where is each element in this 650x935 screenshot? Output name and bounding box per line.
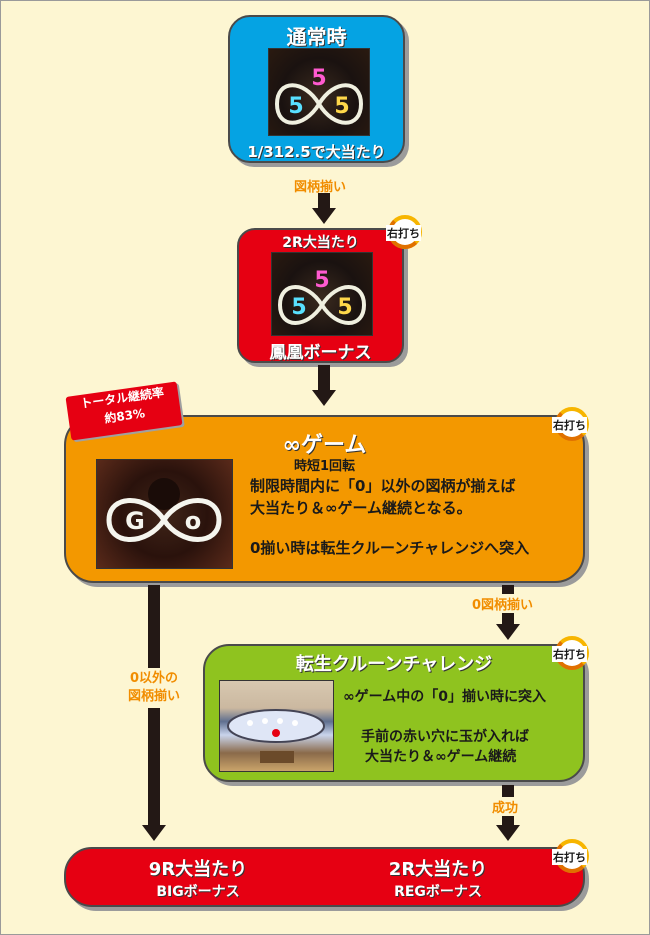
- hoou-bonus-box: 2R大当たり 5 5 5 鳳凰ボーナス: [237, 228, 404, 363]
- normal-state-box: 通常時 5 5 5 1/312.5で大当たり: [228, 15, 405, 163]
- arrow-head: [496, 825, 520, 841]
- infinity-desc-2: 大当たり＆∞ゲーム継続となる。: [250, 499, 472, 517]
- normal-slot-image: 5 5 5: [268, 48, 370, 136]
- tensei-image: [219, 680, 334, 772]
- reel-char: G: [125, 507, 145, 535]
- final-left-sub: BIGボーナス: [156, 884, 240, 900]
- infinity-desc-1: 制限時間内に「0」以外の図柄が揃えば: [250, 477, 516, 495]
- final-right-sub: REGボーナス: [394, 884, 482, 900]
- infinity-go-graphic: G o: [106, 478, 222, 542]
- tensei-title: 転生クルーンチャレンジ: [295, 654, 493, 675]
- tensei-desc-3: 大当たり＆∞ゲーム継続: [365, 749, 517, 765]
- infinity-game-title: ∞ゲーム: [282, 433, 367, 458]
- infinity-desc-3: 0揃い時は転生クルーンチャレンジへ突入: [250, 539, 530, 557]
- infinity-game-subtitle: 時短1回転: [293, 459, 356, 474]
- arrow-shaft: [318, 193, 330, 208]
- infinity-game-image: G o: [96, 459, 233, 569]
- croon-graphic: [227, 709, 325, 763]
- svg-text:o: o: [185, 507, 202, 535]
- normal-state-title: 通常時: [286, 25, 347, 49]
- right-hit-label: 右打ち: [386, 225, 421, 241]
- svg-text:5: 5: [334, 94, 349, 119]
- arrow-shaft: [318, 365, 330, 391]
- reel-digit: 5: [311, 66, 326, 91]
- right-hit-label: 右打ち: [552, 646, 587, 662]
- arrow-label-other: 0以外の 図柄揃い: [126, 668, 183, 708]
- final-bonus-box: 9R大当たり BIGボーナス 2R大当たり REGボーナス: [64, 847, 585, 907]
- arrow-label-other-line1: 0以外の: [129, 671, 179, 686]
- arrow-head: [496, 624, 520, 640]
- hoou-title: 鳳凰ボーナス: [269, 343, 372, 363]
- right-hit-label: 右打ち: [552, 417, 587, 433]
- tensei-desc-2: 手前の赤い穴に玉が入れば: [361, 729, 529, 745]
- final-left-title: 9R大当たり: [148, 859, 248, 880]
- infinity-game-box: ∞ゲーム 時短1回転 G o 制限時間内に「0」以外の図柄が揃えば 大当たり＆∞…: [64, 415, 585, 583]
- svg-text:5: 5: [314, 268, 329, 293]
- arrow-label-zugara: 図柄揃い: [294, 180, 347, 195]
- hoou-slot-image: 5 5 5: [271, 252, 373, 336]
- right-hit-label: 右打ち: [552, 849, 587, 865]
- normal-probability: 1/312.5で大当たり: [247, 143, 386, 161]
- arrow-head: [142, 825, 166, 841]
- final-right-title: 2R大当たり: [388, 859, 488, 880]
- svg-text:5: 5: [337, 295, 352, 320]
- svg-text:5: 5: [288, 94, 303, 119]
- hoou-header: 2R大当たり: [282, 235, 359, 251]
- arrow-label-success: 成功: [490, 797, 521, 816]
- arrow-label-zero: 0図柄揃い: [470, 594, 536, 613]
- infinity-reel-graphic: 5 5 5: [274, 66, 364, 125]
- arrow-label-other-line2: 図柄揃い: [128, 689, 181, 704]
- infinity-reel-graphic: 5 5 5: [277, 268, 367, 325]
- tensei-desc-1: ∞ゲーム中の「0」揃い時に突入: [343, 689, 546, 705]
- arrow-head: [312, 208, 336, 224]
- svg-text:5: 5: [291, 295, 306, 320]
- arrow-head: [312, 390, 336, 406]
- tensei-challenge-box: 転生クルーンチャレンジ ∞ゲーム中の「0」揃い時に突入 手前の赤い穴に玉が入れば…: [203, 644, 585, 782]
